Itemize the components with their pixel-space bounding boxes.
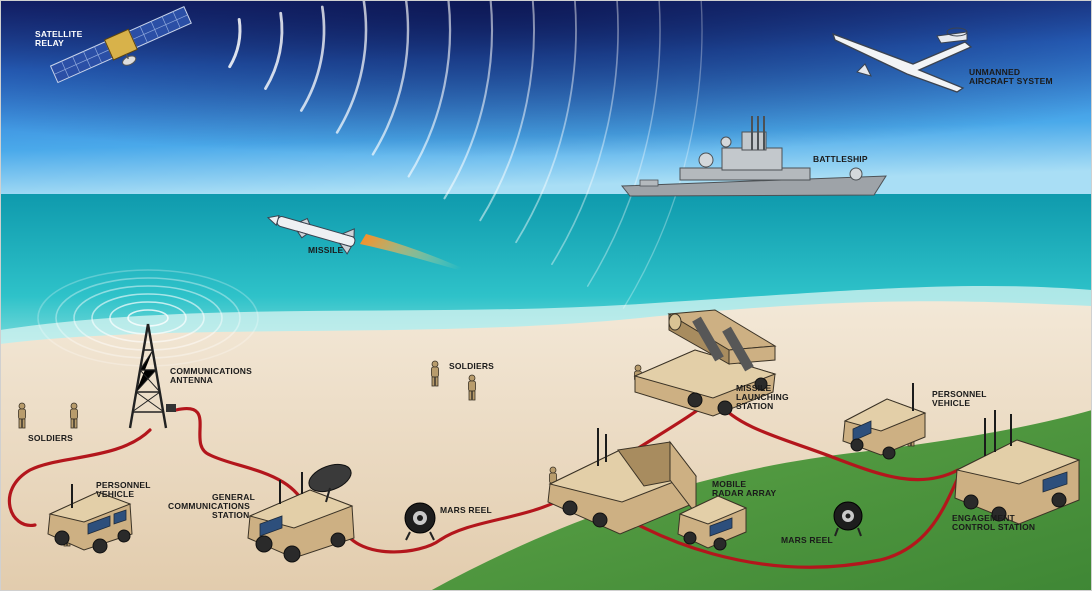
launching-station-label: MISSILE LAUNCHING STATION bbox=[736, 383, 791, 411]
signal-arc bbox=[335, 0, 368, 134]
battleship-label: BATTLESHIP bbox=[813, 154, 868, 164]
soldiers-center-label: SOLDIERS bbox=[449, 361, 494, 371]
personnel-vehicle-right-label: PERSONNEL VEHICLE bbox=[932, 389, 989, 408]
signal-arc bbox=[479, 0, 535, 222]
soldier-icon bbox=[18, 402, 26, 429]
signal-arc bbox=[586, 0, 661, 287]
engagement-control-label: ENGAGEMENT CONTROL STATION bbox=[952, 513, 1035, 532]
signal-ring bbox=[91, 293, 205, 343]
vehicle-icon bbox=[842, 383, 927, 460]
signal-arc bbox=[299, 5, 326, 112]
general-comm-label: GENERAL COMMUNICATIONS STATION bbox=[168, 492, 257, 520]
soldiers-left-label: SOLDIERS bbox=[28, 433, 73, 443]
satellite-relay-label: SATELLITE RELAY bbox=[35, 29, 85, 48]
signal-arc bbox=[515, 0, 577, 244]
signal-arc bbox=[264, 11, 284, 90]
drone-icon bbox=[831, 27, 973, 93]
cable-reel-icon bbox=[833, 501, 863, 537]
mars-reel-right-label: MARS REEL bbox=[781, 535, 833, 545]
missile-icon bbox=[266, 214, 480, 276]
missile-label: MISSILE bbox=[308, 245, 344, 255]
comm-station-icon bbox=[247, 463, 355, 563]
signal-arc bbox=[371, 0, 410, 156]
launcher-icon bbox=[633, 309, 777, 417]
control-station-icon bbox=[954, 410, 1081, 525]
signal-arc bbox=[443, 0, 494, 200]
uas-label: UNMANNED AIRCRAFT SYSTEM bbox=[969, 67, 1053, 86]
mars-reel-left-label: MARS REEL bbox=[440, 505, 492, 515]
ship-icon bbox=[620, 116, 887, 197]
signal-arc bbox=[622, 0, 703, 309]
radar-truck-icon bbox=[677, 495, 748, 551]
signal-arc bbox=[551, 0, 619, 266]
soldier-icon bbox=[431, 360, 439, 387]
signal-arc bbox=[407, 0, 452, 178]
personnel-vehicle-left-label: PERSONNEL VEHICLE bbox=[96, 480, 153, 499]
vehicle-icon bbox=[47, 484, 133, 554]
comm-antenna-label: COMMUNICATIONS ANTENNA bbox=[170, 366, 255, 385]
soldier-icon bbox=[468, 374, 476, 401]
signal-arc bbox=[228, 18, 242, 69]
antenna-tower-icon bbox=[128, 323, 176, 429]
mobile-radar-label: MOBILE RADAR ARRAY bbox=[712, 479, 777, 498]
grass-field bbox=[430, 410, 1092, 591]
signal-ring bbox=[37, 269, 259, 367]
cable-reel-icon bbox=[404, 502, 436, 541]
signal-ring bbox=[109, 301, 187, 335]
satellite-icon bbox=[49, 6, 192, 84]
radar-icon bbox=[547, 428, 697, 535]
satellite-signal-waves bbox=[228, 0, 703, 309]
soldier-icon bbox=[70, 402, 78, 429]
